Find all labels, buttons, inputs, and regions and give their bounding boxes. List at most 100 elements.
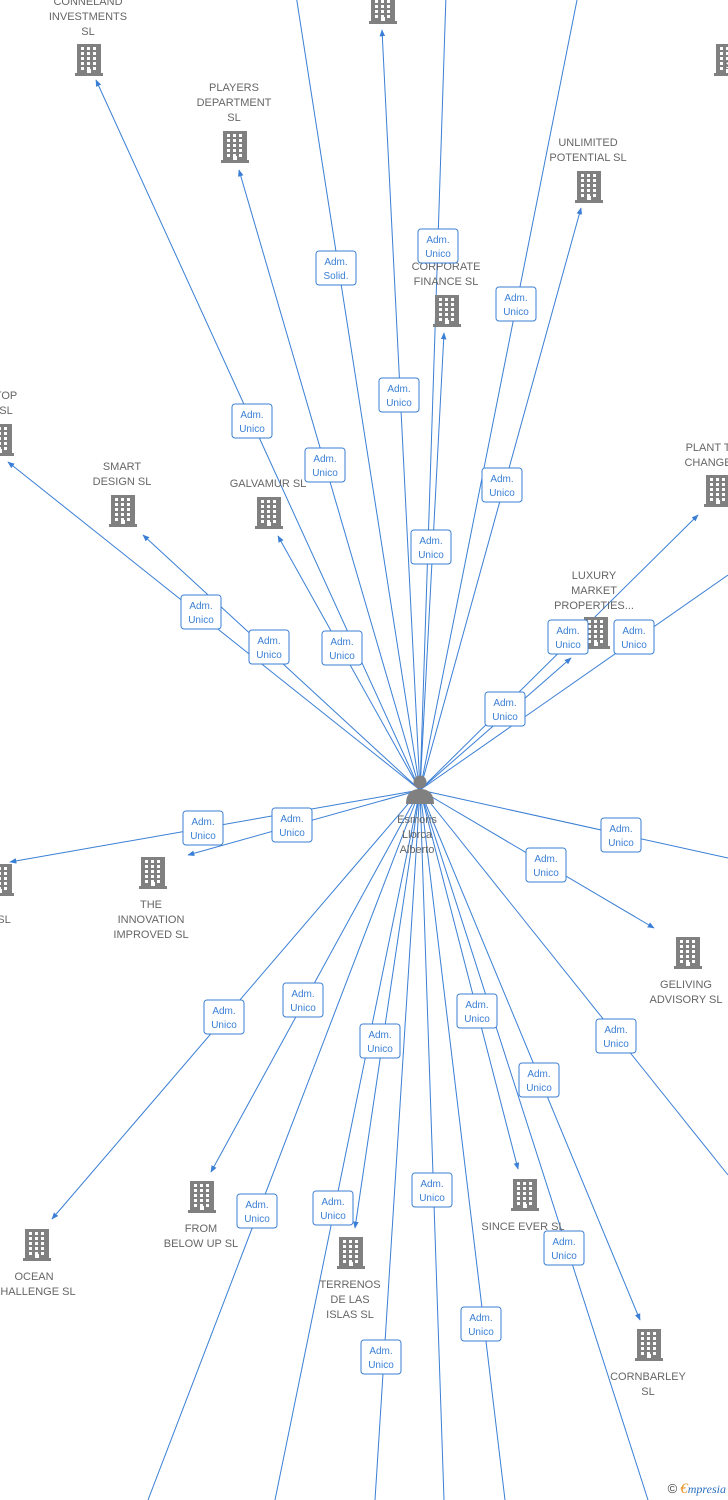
role-text: Unico [555,640,581,651]
role-badge[interactable]: Adm.Unico [481,467,523,503]
role-text: Adm. [321,1197,344,1208]
relation-edge [419,789,520,1170]
role-text: Unico [464,1014,490,1025]
role-text: Adm. [280,814,303,825]
role-badge[interactable]: Adm.Unico [378,377,420,413]
person-icon [406,775,434,804]
role-badge[interactable]: Adm.Unico [613,619,655,655]
role-badge[interactable]: Adm.Unico [271,807,313,843]
relation-edge [419,0,578,791]
company-node[interactable]: S [714,44,728,76]
company-node[interactable]: OCEAN CHALLENGE SL [0,1229,76,1298]
person-name-line: Alberto [400,844,435,856]
company-name-line: SMART [103,461,142,473]
role-badge[interactable]: Adm. Unico [312,1190,354,1226]
role-badge[interactable]: Adm.Unico [411,1172,453,1208]
role-text: Adm. [369,1346,392,1357]
company-name-line: FINANCE SL [414,276,479,288]
role-text: Unico [503,307,529,318]
company-node[interactable]: SINCE EVER SL [481,1179,565,1233]
role-badge[interactable]: Adm.Unico [231,403,273,439]
role-text: Adm. [189,601,212,612]
building-icon [0,424,14,456]
building-icon [0,864,14,896]
company-name-line: OCEAN [14,1271,53,1283]
role-badge[interactable]: Adm.Unico [304,447,346,483]
company-name-line: CHALLENGE SL [0,1286,76,1298]
role-text: Unico [190,831,216,842]
role-badge[interactable]: Adm.Unico [359,1023,401,1059]
role-text: Unico [320,1211,346,1222]
role-badge[interactable]: Adm. Unico [282,982,324,1018]
role-text: Unico [290,1003,316,1014]
company-node[interactable]: GALVAMUR SL [230,478,307,529]
role-text: Unico [551,1251,577,1262]
role-badge[interactable]: Adm.Unico [460,1306,502,1342]
company-name-line: THE [140,899,162,911]
company-node[interactable] [369,0,397,24]
role-badge[interactable]: Adm.Unico [547,619,589,655]
building-icon [575,171,603,203]
role-text: Adm. [552,1237,575,1248]
company-name-line: MARKET [571,585,617,597]
role-badge[interactable]: Adm. Unico [484,691,526,727]
relation-edge [419,574,728,791]
company-name-line: DE LAS [330,1294,369,1306]
company-name-line: PLAYERS [209,82,259,94]
role-text: Unico [533,868,559,879]
relation-edge [147,789,421,1500]
role-badge[interactable]: Adm.Unico [236,1193,278,1229]
company-node[interactable]: SL [0,864,14,926]
copyright-footer: © €mpresia [668,1481,726,1498]
role-badge[interactable]: Adm.Unico [410,529,452,565]
company-node[interactable]: TOPSL [0,390,17,456]
role-badge[interactable]: Adm.Unico [321,630,363,666]
role-badge[interactable]: Adm.Unico [182,810,224,846]
relation-edge [419,789,506,1500]
relation-edge [419,0,447,791]
role-badge[interactable]: Adm.Unico [456,993,498,1029]
building-icon [75,44,103,76]
role-text: Unico [188,615,214,626]
role-badge[interactable]: Adm. Unico [180,594,222,630]
person-name-line: Esmoris [397,814,437,826]
role-text: Unico [621,640,647,651]
company-name-line: PLANT T [686,442,728,454]
company-name-line: SL [641,1386,654,1398]
brand-logo-icon: € [680,1481,688,1497]
role-badge[interactable]: Adm.Unico [417,228,459,264]
role-badge[interactable]: Adm. Unico [543,1230,585,1266]
company-name-line: SL [0,914,11,926]
role-text: Adm. [493,698,516,709]
company-node[interactable]: LUXURYMARKETPROPERTIES... [554,570,634,649]
role-badge[interactable]: Adm.Solid. [315,250,357,286]
building-icon [109,495,137,527]
role-text: Unico [367,1044,393,1055]
role-badge[interactable]: Adm.Unico [525,847,567,883]
role-text: Adm. [490,474,513,485]
role-badge[interactable]: Adm.Unico [595,1018,637,1054]
relation-edge [419,789,641,1321]
role-text: Unico [312,468,338,479]
role-badge[interactable]: Adm.Unico [495,286,537,322]
role-badge[interactable]: Adm.Unico [600,817,642,853]
role-badge[interactable]: Adm.Unico [518,1062,560,1098]
role-badge[interactable]: Adm.Unico [203,999,245,1035]
role-text: Adm. [291,989,314,1000]
role-badge[interactable]: Adm.Unico [248,629,290,665]
role-badge[interactable]: Adm.Unico [360,1339,402,1375]
role-text: Unico [492,712,518,723]
building-icon [337,1237,365,1269]
